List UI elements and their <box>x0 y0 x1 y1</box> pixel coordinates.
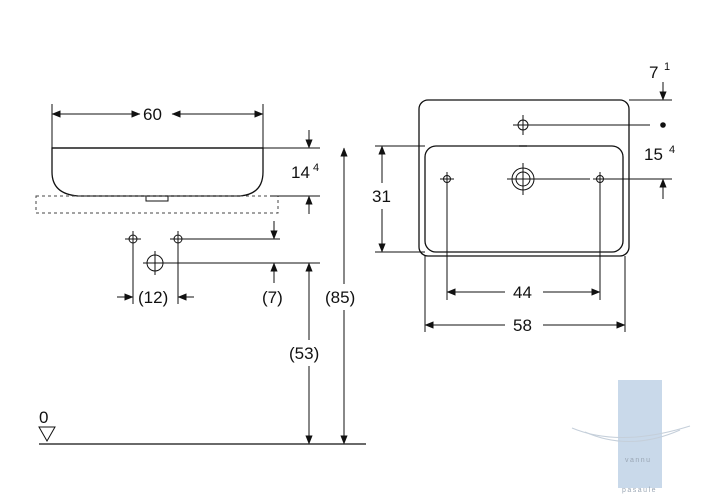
waste-offset-label: (7) <box>262 288 283 307</box>
side-hole-right <box>593 172 607 186</box>
waste-outlet <box>145 195 169 202</box>
watermark-line2: pasaule <box>622 487 657 494</box>
side-view: 60 14 4 (12) <box>35 104 366 445</box>
top-view: 7 1 15 4 31 44 58 <box>372 61 675 335</box>
tap-symbol-left <box>125 231 141 247</box>
waste-symbol <box>143 251 167 275</box>
side-hole-left <box>440 172 454 186</box>
floor-level-label: 0 <box>39 408 48 427</box>
basin-side-outline <box>51 147 264 197</box>
basin-inner-bowl <box>424 145 624 253</box>
tap-hole <box>513 115 533 135</box>
tap-offset-label: 15 <box>644 145 663 164</box>
drain-hole <box>507 163 539 195</box>
back-offset-sup: 1 <box>664 61 670 73</box>
rim-height-label: 14 <box>291 163 310 182</box>
floor-level-marker <box>38 426 56 443</box>
tap-symbol-right <box>170 231 186 247</box>
rim-height-sup: 4 <box>313 162 319 174</box>
watermark-bar <box>618 380 662 488</box>
hole-spacing-label: 44 <box>513 283 532 302</box>
basin-top-outline <box>418 99 630 257</box>
overall-width-label: 58 <box>513 316 532 335</box>
overall-height-label: (85) <box>325 288 355 307</box>
tap-spacing-label: (12) <box>138 288 168 307</box>
tap-reference-dot <box>660 122 666 128</box>
width-label-60: 60 <box>143 105 162 124</box>
back-offset-label: 7 <box>649 63 658 82</box>
waste-height-label: (53) <box>289 344 319 363</box>
watermark-line1: vannu <box>625 457 652 464</box>
tap-offset-sup: 4 <box>669 144 675 156</box>
worktop-dashed <box>35 195 279 214</box>
watermark-logo: vannu pasaule <box>571 380 691 494</box>
bowl-depth-label: 31 <box>372 187 391 206</box>
